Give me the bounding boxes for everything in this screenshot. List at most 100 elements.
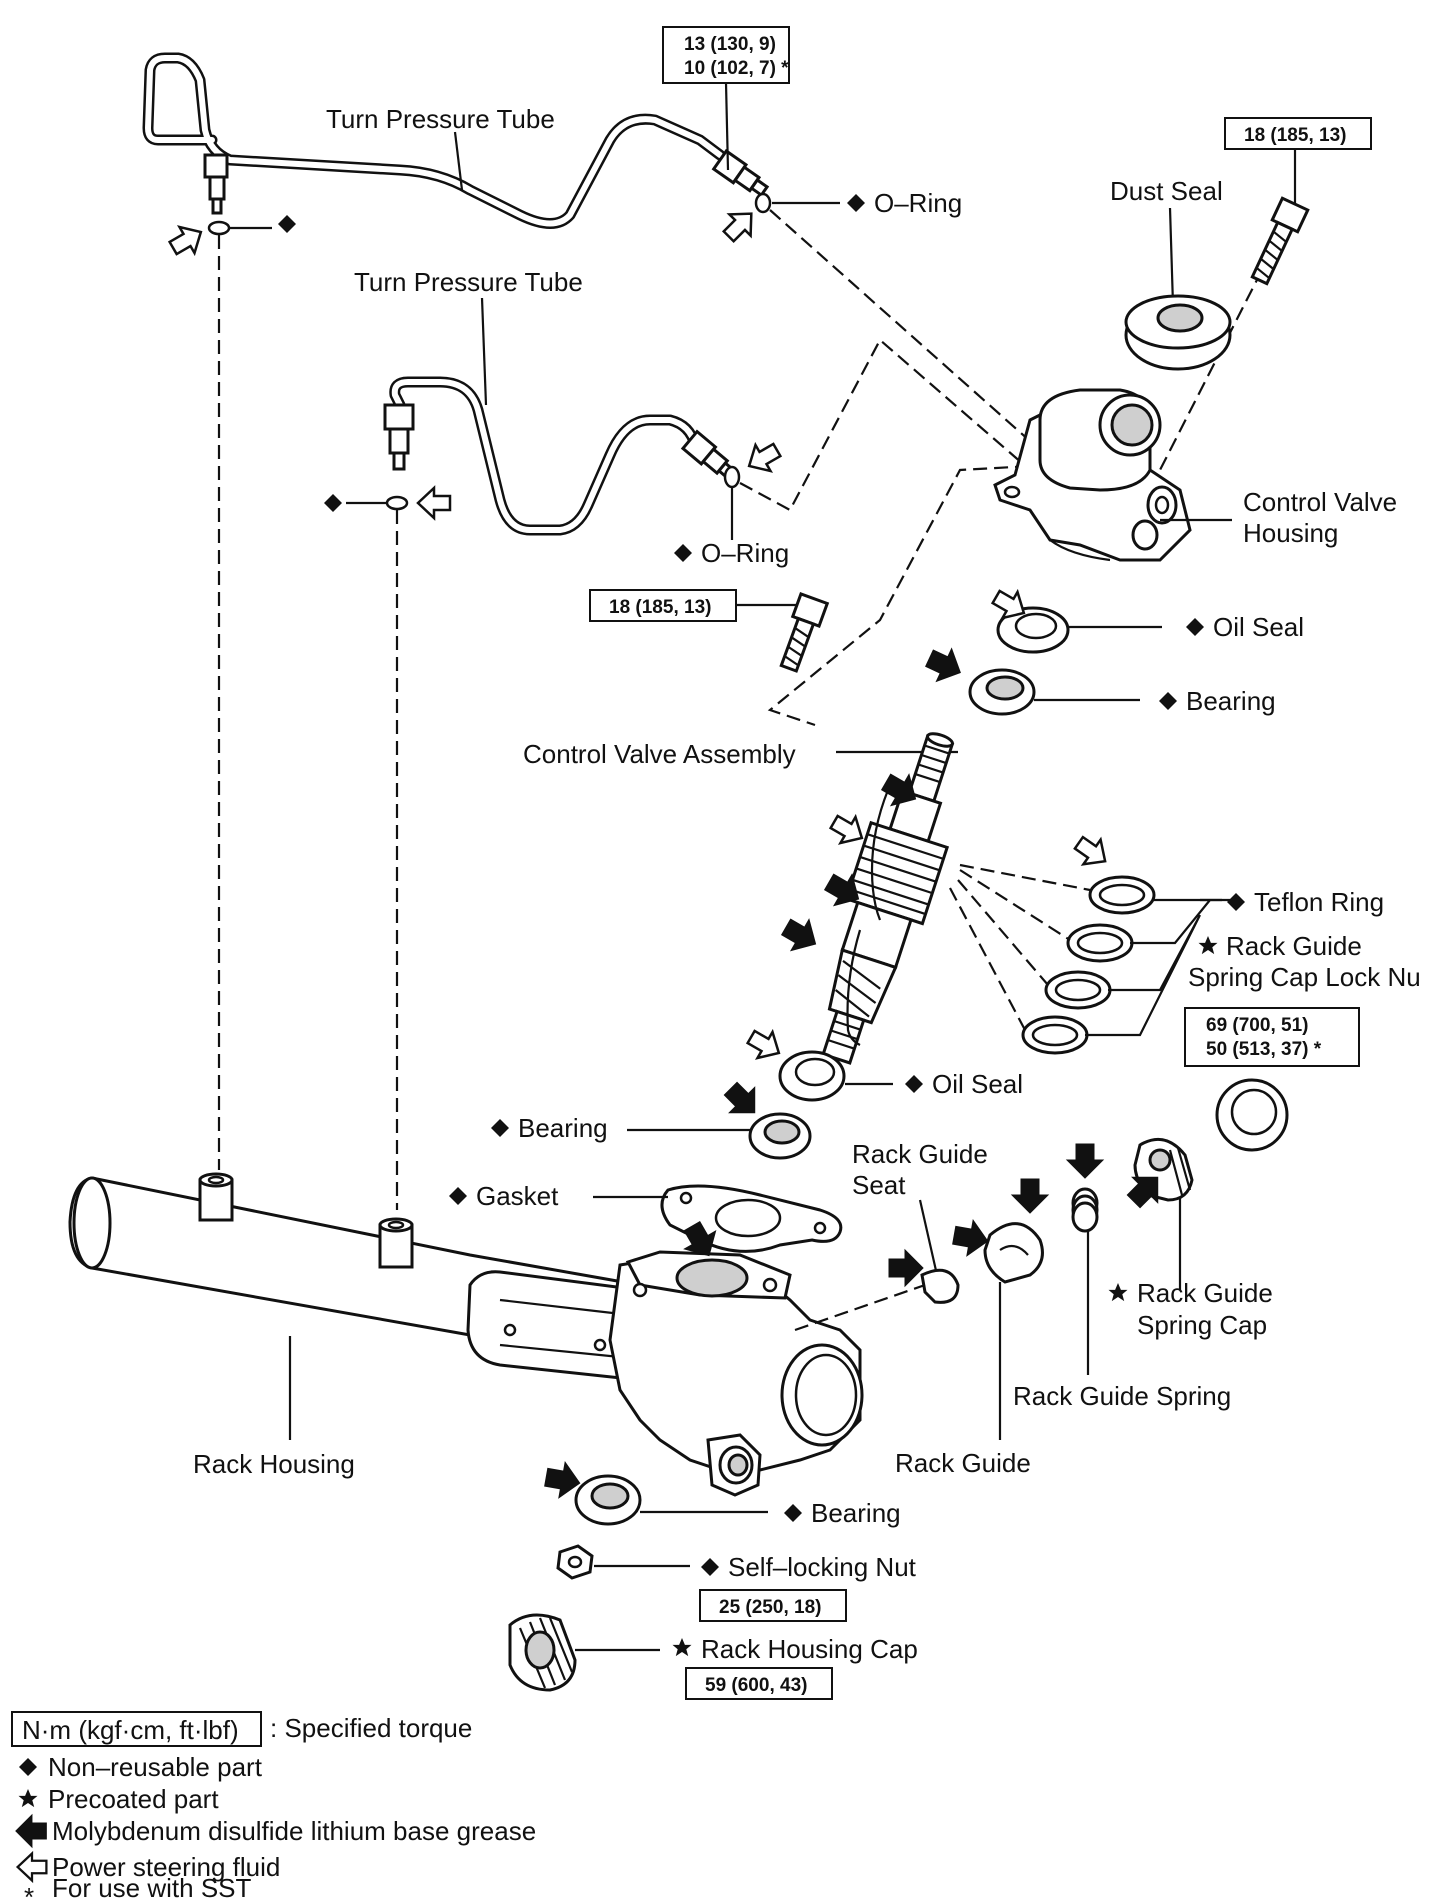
legend-precoated: Precoated part bbox=[48, 1784, 219, 1814]
torque-self-locking-nut: 25 (250, 18) bbox=[719, 1597, 821, 1618]
label-lock-nut-2: Spring Cap Lock Nu bbox=[1188, 962, 1421, 992]
o-ring-left-lower bbox=[385, 495, 409, 511]
hollow-arrow-icon bbox=[1069, 829, 1115, 875]
legend-unit-box bbox=[11, 1711, 262, 1747]
label-rack-guide-seat-1: Rack Guide bbox=[852, 1139, 988, 1169]
label-oil-seal-upper: Oil Seal bbox=[1213, 612, 1304, 642]
dashed-line bbox=[767, 463, 1051, 727]
control-valve-assembly bbox=[821, 732, 955, 1065]
label-bearing-upper: Bearing bbox=[1186, 686, 1276, 716]
hollow-arrow-icon bbox=[740, 435, 786, 481]
legend-fluid: Power steering fluid bbox=[52, 1852, 280, 1882]
torque-box-self-locking-nut bbox=[699, 1589, 847, 1622]
label-rack-guide-spring: Rack Guide Spring bbox=[1013, 1381, 1231, 1411]
dashed-line bbox=[794, 1283, 926, 1332]
turn-pressure-tube-upper bbox=[142, 52, 770, 229]
hollow-arrow-icon bbox=[742, 1022, 788, 1068]
legend-unit-desc: : Specified torque bbox=[270, 1713, 472, 1743]
diamond-icon bbox=[674, 544, 692, 562]
diamond-icon bbox=[701, 1558, 719, 1576]
label-bearing-lower: Bearing bbox=[811, 1498, 901, 1528]
oil-seal-lower bbox=[778, 1050, 846, 1102]
label-turn-pressure-tube-lower: Turn Pressure Tube bbox=[354, 267, 583, 297]
label-teflon-ring: Teflon Ring bbox=[1254, 887, 1384, 917]
label-gasket: Gasket bbox=[476, 1181, 559, 1211]
dust-seal bbox=[1124, 294, 1232, 371]
teflon-rings bbox=[1021, 875, 1156, 1055]
turn-pressure-tube-lower bbox=[383, 376, 737, 536]
rack-housing bbox=[68, 1172, 864, 1497]
torque-box-housing-bolt-mid bbox=[589, 589, 737, 622]
o-ring-left bbox=[207, 220, 231, 236]
label-oil-seal-lower: Oil Seal bbox=[932, 1069, 1023, 1099]
diamond-icon bbox=[1227, 893, 1245, 911]
label-control-valve-housing-2: Housing bbox=[1243, 518, 1338, 548]
oil-seal-upper bbox=[996, 606, 1070, 654]
solid-arrow-icon bbox=[921, 641, 969, 690]
diamond-icon bbox=[784, 1504, 802, 1522]
solid-arrow-icon bbox=[776, 910, 826, 961]
torque-rack-housing-cap: 59 (600, 43) bbox=[705, 1675, 807, 1696]
rack-guide-spring-cap-lock-nut bbox=[1215, 1078, 1289, 1152]
star-icon bbox=[1108, 1283, 1128, 1302]
o-ring-lower bbox=[723, 465, 741, 489]
hollow-arrow-icon bbox=[16, 1852, 48, 1882]
hollow-arrow-icon bbox=[164, 217, 210, 263]
diamond-icon bbox=[19, 1758, 37, 1776]
legend-unit-box-text: N·m (kgf·cm, ft·lbf) bbox=[22, 1715, 239, 1745]
star-icon bbox=[1198, 936, 1218, 955]
torque-housing-bolt-top: 18 (185, 13) bbox=[1244, 125, 1346, 146]
label-rack-housing: Rack Housing bbox=[193, 1449, 355, 1479]
rack-guide-spring bbox=[1071, 1187, 1099, 1233]
housing-bolt-top bbox=[1250, 196, 1310, 286]
diamond-icon bbox=[491, 1119, 509, 1137]
diamond-icon bbox=[324, 494, 342, 512]
leader bbox=[453, 131, 464, 191]
legend: N·m (kgf·cm, ft·lbf) : Specified torque … bbox=[11, 1711, 536, 1898]
diamond-icon bbox=[905, 1075, 923, 1093]
torque-box-rack-housing-cap bbox=[685, 1667, 833, 1700]
diamond-icon bbox=[278, 215, 296, 233]
torque-lock-nut-1: 69 (700, 51) bbox=[1206, 1015, 1308, 1036]
label-dust-seal: Dust Seal bbox=[1110, 176, 1223, 206]
label-control-valve-assembly: Control Valve Assembly bbox=[523, 739, 796, 769]
solid-arrow-icon bbox=[888, 1249, 924, 1287]
rack-guide bbox=[983, 1222, 1044, 1284]
torque-box-housing-bolt-top bbox=[1224, 117, 1372, 150]
self-locking-nut bbox=[556, 1544, 594, 1580]
solid-arrow-icon bbox=[1066, 1143, 1104, 1179]
dashed-line bbox=[769, 209, 1041, 451]
torque-tube-union-2: 10 (102, 7) * bbox=[684, 58, 789, 79]
label-spring-cap-1: Rack Guide bbox=[1137, 1278, 1273, 1308]
housing-bolt-mid bbox=[779, 592, 830, 673]
rack-guide-seat bbox=[920, 1268, 960, 1304]
hollow-arrow-icon bbox=[716, 201, 764, 249]
star-icon bbox=[672, 1638, 692, 1657]
label-rack-guide-seat-2: Seat bbox=[852, 1170, 906, 1200]
control-valve-housing bbox=[993, 388, 1192, 562]
dashed-line bbox=[949, 863, 1091, 1031]
leader bbox=[918, 1199, 939, 1276]
bearing-lower bbox=[574, 1474, 642, 1526]
leader bbox=[1168, 207, 1175, 306]
legend-sst: For use with SST bbox=[52, 1873, 252, 1898]
bearing-upper bbox=[968, 668, 1036, 716]
diamond-icon bbox=[1186, 618, 1204, 636]
diamond-icon bbox=[449, 1187, 467, 1205]
gasket bbox=[660, 1184, 843, 1253]
label-rack-housing-cap: Rack Housing Cap bbox=[701, 1634, 918, 1664]
label-o-ring-upper: O–Ring bbox=[874, 188, 962, 218]
diamond-icon bbox=[847, 194, 865, 212]
rack-housing-cap bbox=[508, 1613, 577, 1692]
torque-tube-union-1: 13 (130, 9) bbox=[684, 34, 776, 55]
bracket bbox=[846, 929, 862, 1046]
torque-housing-bolt-mid: 18 (185, 13) bbox=[609, 597, 711, 618]
torque-lock-nut-2: 50 (513, 37) * bbox=[1206, 1039, 1322, 1060]
label-turn-pressure-tube-upper: Turn Pressure Tube bbox=[326, 104, 555, 134]
label-self-locking-nut: Self–locking Nut bbox=[728, 1552, 917, 1582]
solid-arrow-icon bbox=[1011, 1178, 1049, 1214]
label-lock-nut-1: Rack Guide bbox=[1226, 931, 1362, 961]
hollow-arrow-icon bbox=[416, 486, 452, 520]
label-rack-guide: Rack Guide bbox=[895, 1448, 1031, 1478]
